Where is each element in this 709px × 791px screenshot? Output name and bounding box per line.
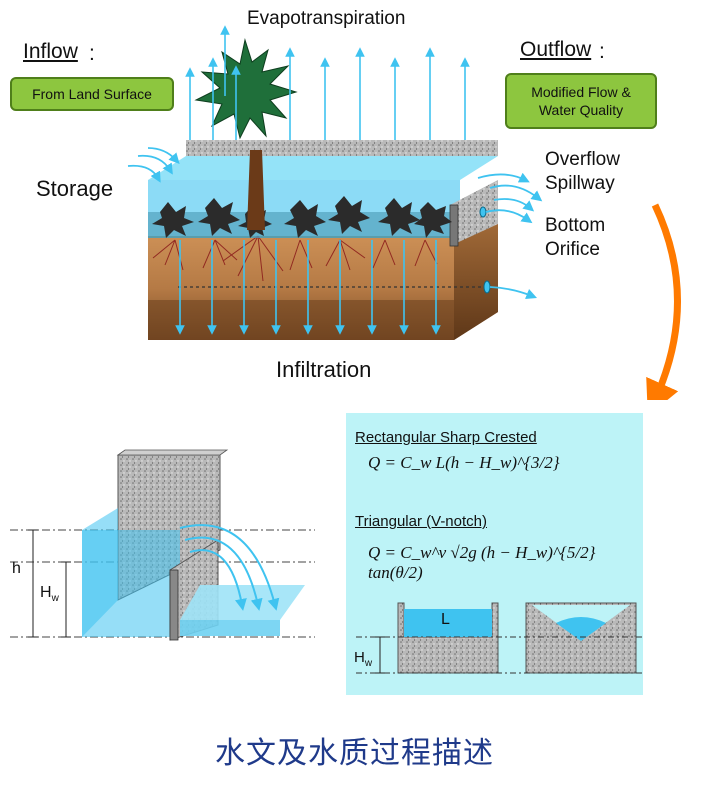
rect-eq-text: Q = C_w L(h − H_w)^{3/2} <box>368 453 560 472</box>
outflow-colon: : <box>599 40 605 63</box>
rect-L-label: L <box>441 611 450 628</box>
weir-ref-lines <box>10 529 315 638</box>
inflow-arrows <box>127 147 180 183</box>
mulch-spikes <box>152 196 452 238</box>
bottom-line2: Orifice <box>545 239 600 260</box>
overflow-line1: Overflow <box>545 149 620 170</box>
rect-weir-equation: Q = C_w L(h − H_w)^{3/2} <box>368 453 560 473</box>
panel-hw-main: H <box>354 649 365 666</box>
storage-label: Storage <box>36 176 114 201</box>
tree-crown <box>194 38 298 140</box>
weir-h-label: h <box>12 560 21 577</box>
inflow-box: From Land Surface <box>10 77 174 111</box>
spillway-wall <box>449 180 498 247</box>
weir-cross-sections <box>356 602 643 674</box>
bottom-orifice-label: Bottom Orifice <box>545 214 605 262</box>
bottom-orifice <box>479 206 538 300</box>
outflow-box-line1: Modified Flow & <box>531 84 631 100</box>
panel-hw-label: Hw <box>354 649 372 669</box>
rect-weir-title: Rectangular Sharp Crested <box>355 429 537 446</box>
outflow-title: Outflow <box>520 38 591 62</box>
transition-arrow <box>646 203 681 400</box>
weir-hw-label: Hw <box>40 584 59 604</box>
evapotranspiration-arrows <box>185 25 470 140</box>
weir-hw-main: H <box>40 584 52 601</box>
tree-trunk <box>247 150 265 230</box>
inflow-box-text: From Land Surface <box>32 86 152 102</box>
infiltration-label: Infiltration <box>276 357 372 382</box>
bioretention-diagram <box>127 25 681 400</box>
tri-weir-equation: Q = C_w^v √2g (h − H_w)^{5/2} tan(θ/2) <box>368 543 643 583</box>
inflow-colon: : <box>89 42 95 65</box>
overflow-spillway-label: Overflow Spillway <box>545 148 620 196</box>
inflow-title: Inflow <box>23 40 78 64</box>
tri-weir-title: Triangular (V-notch) <box>355 513 487 530</box>
weir-overflow-arcs <box>179 524 280 611</box>
weir-dimension-lines <box>28 529 71 638</box>
outflow-box: Modified Flow & Water Quality <box>505 73 657 129</box>
bottom-title: 水文及水质过程描述 <box>215 736 494 771</box>
outflow-box-line2: Water Quality <box>538 102 624 118</box>
overflow-line2: Spillway <box>545 173 615 194</box>
panel-hw-sub: w <box>364 658 373 669</box>
inflow-title-text: Inflow <box>23 40 78 63</box>
infiltration-arrows <box>175 240 441 335</box>
tri-eq-text: Q = C_w^v √2g (h − H_w)^{5/2} tan(θ/2) <box>368 543 596 582</box>
roots <box>152 235 438 282</box>
weir-hw-sub: w <box>51 593 59 605</box>
evapotranspiration-label: Evapotranspiration <box>247 8 406 29</box>
outflow-title-text: Outflow <box>520 38 592 61</box>
overflow-arrows <box>477 172 543 212</box>
bottom-line1: Bottom <box>545 215 606 236</box>
formula-panel: Rectangular Sharp Crested Q = C_w L(h − … <box>346 413 643 695</box>
weir-diagram <box>10 449 315 641</box>
